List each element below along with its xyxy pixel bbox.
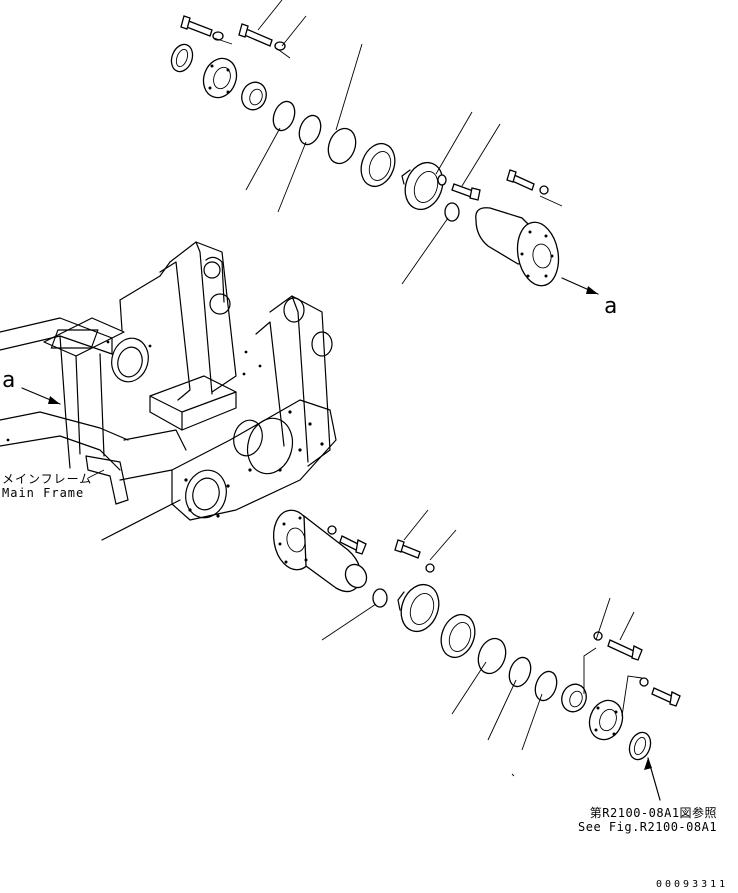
- upper-bolt-right: [238, 23, 286, 51]
- upper-pivot-assembly: [170, 0, 599, 295]
- reference-label-a-right: a: [604, 294, 618, 319]
- upper-pivot-shaft: [475, 207, 560, 287]
- upper-seal-ring: [170, 43, 194, 73]
- lower-pivot-assembly: [272, 509, 681, 801]
- lower-plug: [372, 588, 388, 608]
- main-frame-drawing: [0, 241, 337, 541]
- lower-pivot-shaft: [272, 509, 368, 593]
- upper-bolt-3: [451, 183, 481, 201]
- reference-arrow-a-right: [561, 277, 599, 295]
- lower-bolt-4: [639, 677, 681, 707]
- lower-bolt-1: [327, 525, 367, 555]
- lower-bolt-2: [394, 539, 435, 573]
- upper-plug: [444, 202, 460, 222]
- see-figure-label-jp: 第R2100-08A1図参照: [589, 806, 718, 820]
- see-figure-label: 第R2100-08A1図参照 See Fig.R2100-08A1: [578, 806, 717, 834]
- upper-leader-lines: [213, 0, 563, 285]
- lower-leader-lines: [321, 509, 643, 777]
- frame-leader-line: [87, 469, 105, 479]
- lower-oring-2: [508, 656, 532, 688]
- upper-washer: [437, 174, 447, 186]
- lower-seal: [440, 613, 476, 659]
- main-frame-label-en: Main Frame: [2, 486, 85, 500]
- upper-seal: [360, 142, 396, 188]
- main-frame-label-jp: メインフレーム: [2, 472, 93, 486]
- lower-oring-1: [477, 637, 507, 675]
- upper-bolt-4: [506, 169, 549, 195]
- see-figure-label-en: See Fig.R2100-08A1: [578, 820, 718, 834]
- upper-bolt-left: [180, 15, 224, 41]
- upper-oring-2: [298, 114, 322, 146]
- lower-retainer: [397, 583, 440, 633]
- upper-bushing: [241, 81, 267, 111]
- lower-bushing: [561, 683, 587, 713]
- lower-bolt-3: [593, 631, 643, 661]
- reference-arrow-a-left: [21, 387, 61, 405]
- lower-oring-3: [534, 670, 558, 702]
- drawing-number: 00093311: [656, 879, 729, 890]
- main-frame-label: メインフレーム Main Frame: [2, 472, 92, 500]
- upper-cover-plate: [202, 57, 238, 99]
- upper-retainer: [401, 161, 444, 211]
- reference-label-a-left: a: [2, 368, 16, 393]
- upper-oring-3: [327, 127, 357, 165]
- see-figure-arrow: [644, 757, 661, 801]
- upper-oring-1: [272, 100, 296, 132]
- lower-seal-ring: [628, 731, 652, 761]
- lower-cover-plate: [588, 699, 624, 741]
